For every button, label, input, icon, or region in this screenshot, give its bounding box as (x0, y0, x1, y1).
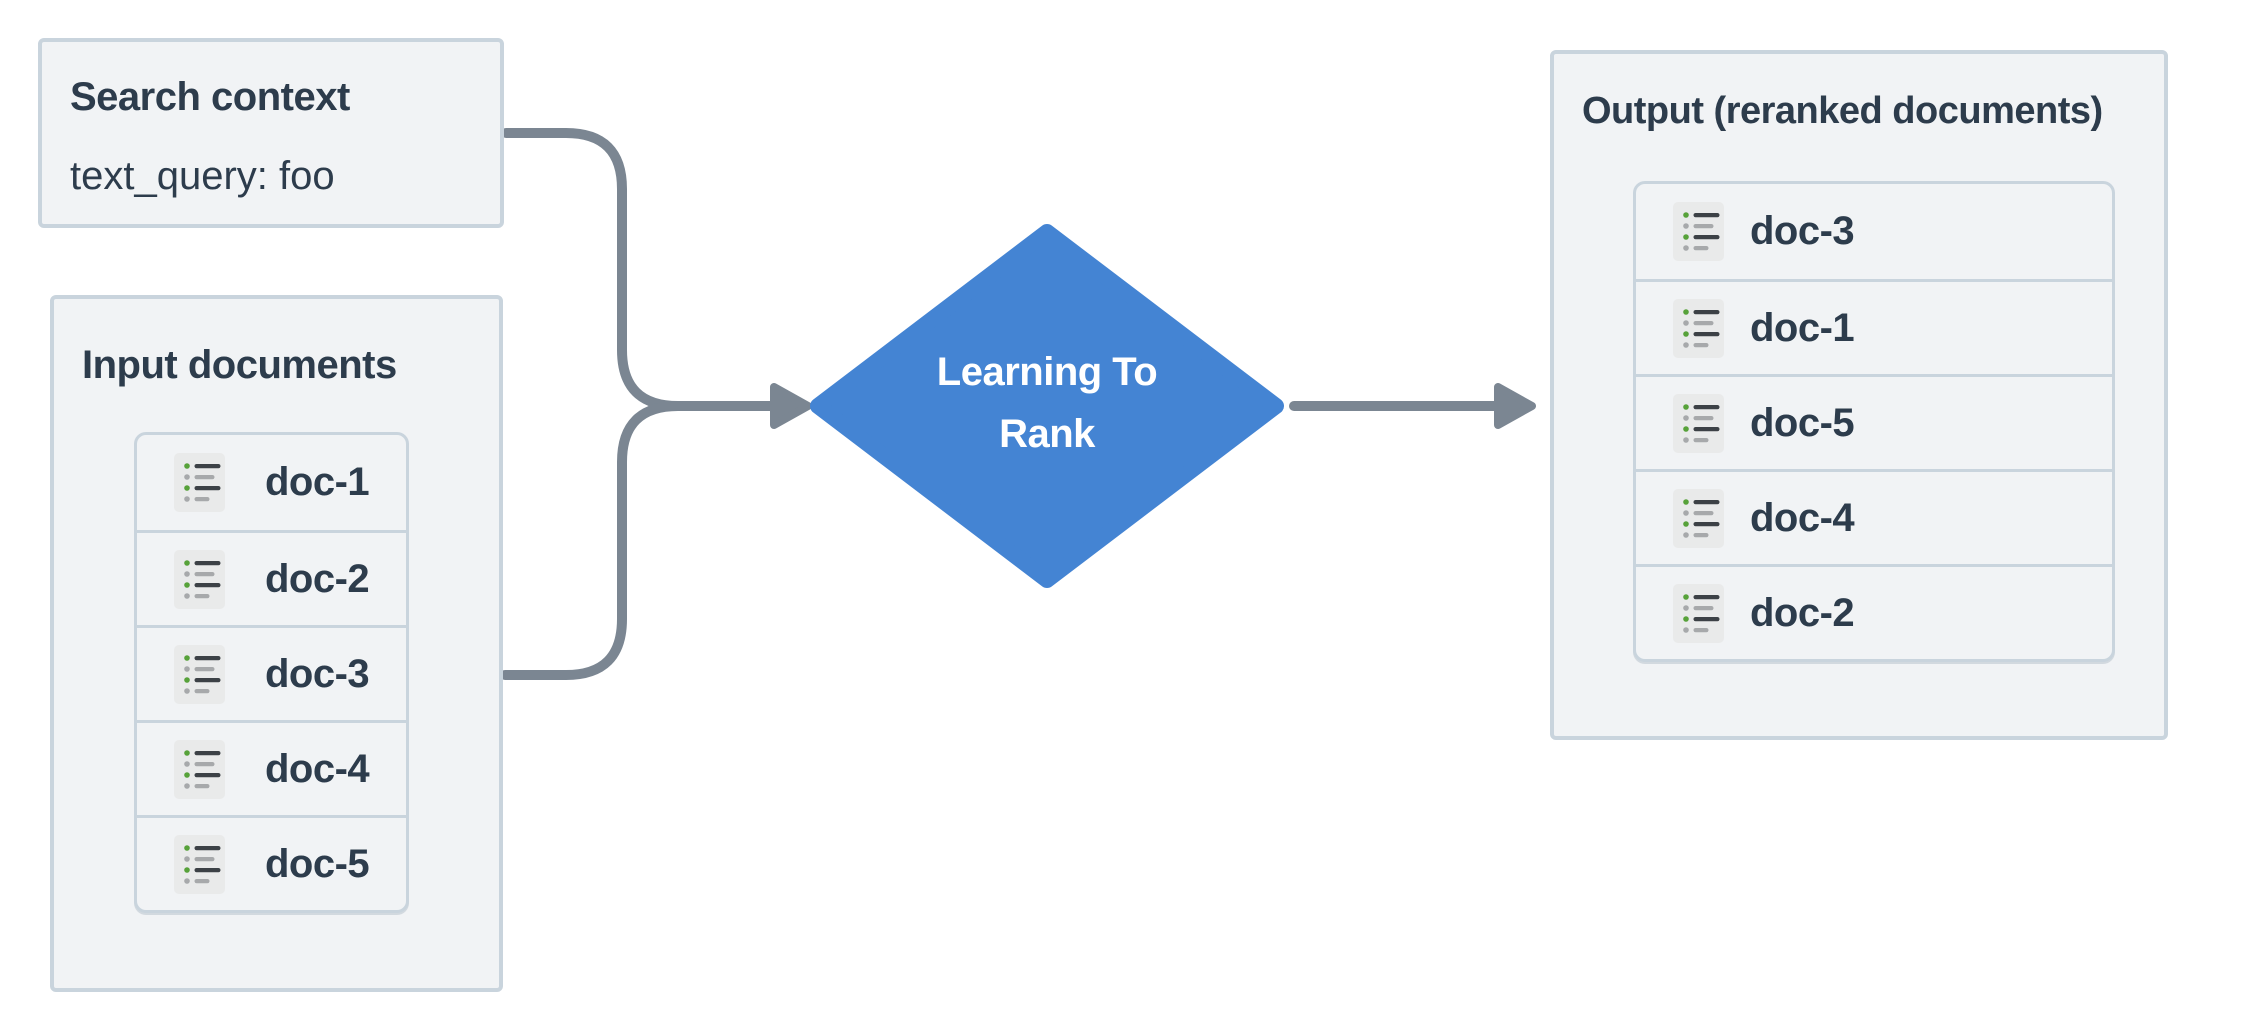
search-context-title: Search context (70, 75, 350, 119)
list-lines-icon (174, 834, 225, 894)
doc-item: doc-3 (1636, 184, 2112, 279)
output-doc-list: doc-3 (1633, 181, 2115, 662)
doc-label: doc-5 (265, 841, 370, 886)
doc-item: doc-1 (137, 435, 406, 530)
arrowhead-into-output (1494, 383, 1536, 429)
doc-label: doc-2 (265, 556, 370, 601)
doc-label: doc-1 (265, 460, 370, 504)
doc-item: doc-3 (137, 625, 406, 720)
list-lines-icon (174, 549, 225, 609)
doc-label: doc-3 (1750, 209, 1855, 253)
doc-label: doc-4 (265, 746, 370, 791)
doc-label: doc-4 (1750, 495, 1855, 540)
doc-item: doc-4 (1636, 469, 2112, 564)
input-documents-panel: Input documents (50, 295, 503, 992)
doc-item: doc-5 (1636, 374, 2112, 469)
learning-to-rank-label: Learning To Rank (887, 341, 1207, 465)
doc-label: doc-5 (1750, 400, 1855, 445)
diamond-label-line2: Rank (999, 412, 1095, 456)
output-title: Output (reranked documents) (1582, 90, 2103, 132)
list-lines-icon (1673, 202, 1724, 261)
list-lines-icon (174, 453, 225, 512)
doc-item: doc-5 (137, 815, 406, 910)
doc-label: doc-2 (1750, 590, 1855, 635)
input-documents-title: Input documents (82, 343, 397, 387)
connector-search-to-merge (501, 128, 779, 411)
search-context-panel: Search context text_query: foo (38, 38, 504, 228)
learning-to-rank-diamond (810, 224, 1284, 588)
search-query-text: text_query: foo (70, 154, 335, 198)
list-lines-icon (174, 644, 225, 704)
list-lines-icon (1673, 583, 1724, 643)
doc-item: doc-1 (1636, 279, 2112, 374)
connector-input-to-merge (500, 401, 683, 680)
arrowhead-into-diamond (770, 383, 812, 429)
doc-item: doc-2 (137, 530, 406, 625)
doc-label: doc-3 (265, 651, 370, 696)
input-doc-list: doc-1 (134, 432, 409, 913)
diamond-label-line1: Learning To (936, 350, 1158, 394)
output-reranked-panel: Output (reranked documents) (1550, 50, 2168, 740)
list-lines-icon (1673, 393, 1724, 453)
doc-label: doc-1 (1750, 305, 1855, 350)
doc-item: doc-2 (1636, 564, 2112, 659)
list-lines-icon (1673, 488, 1724, 548)
list-lines-icon (174, 739, 225, 799)
doc-item: doc-4 (137, 720, 406, 815)
list-lines-icon (1673, 298, 1724, 358)
